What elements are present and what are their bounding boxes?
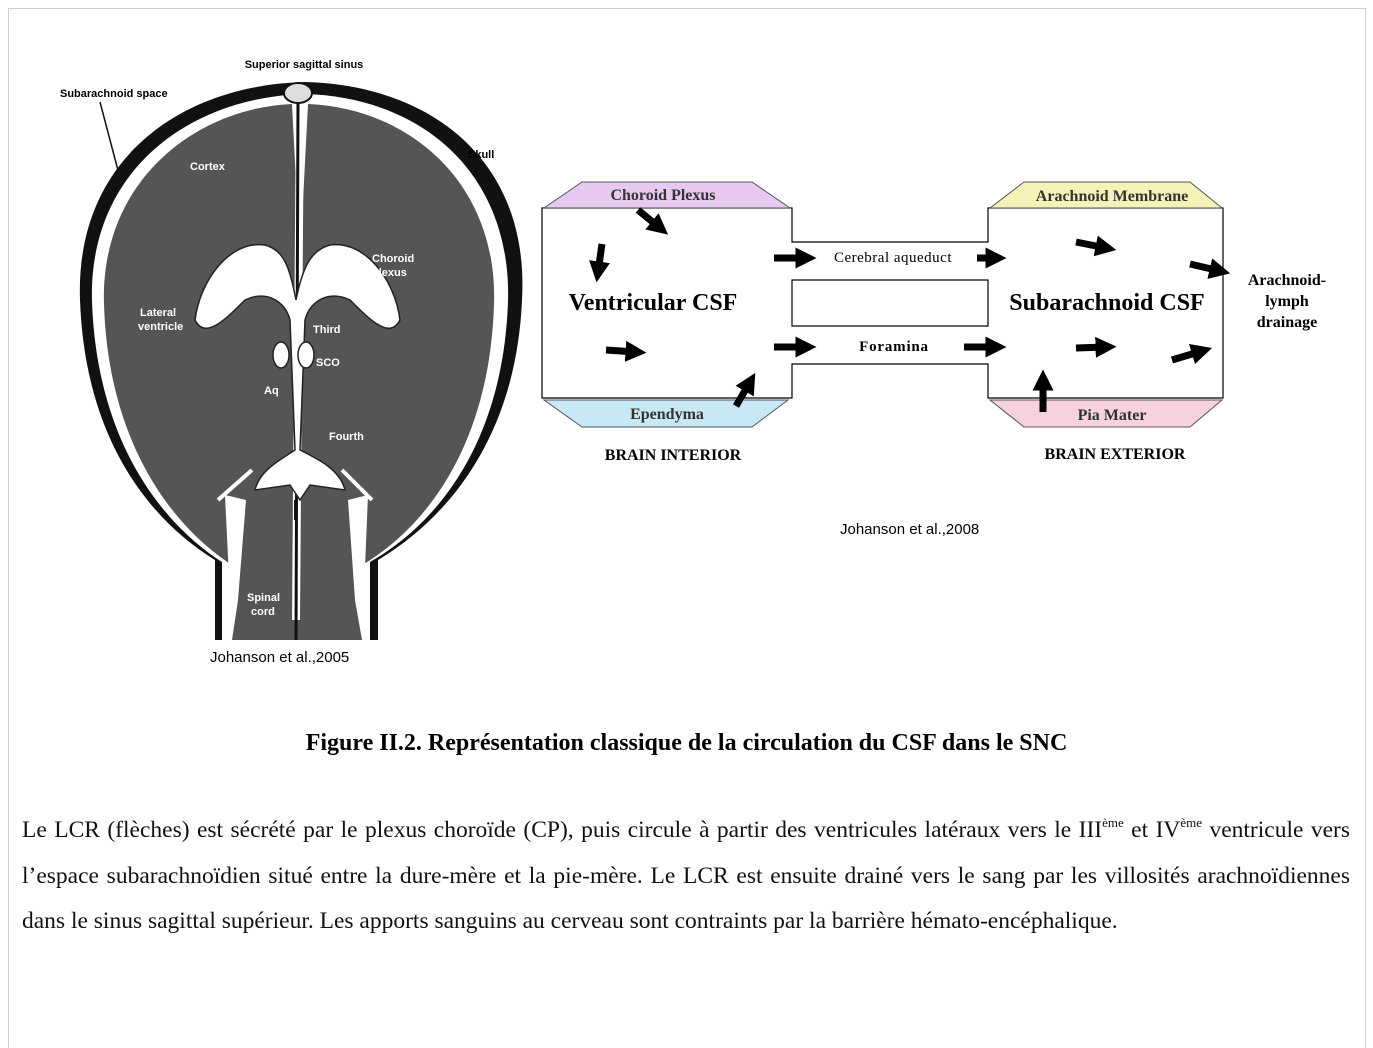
label-brain-exterior: BRAIN EXTERIOR xyxy=(1045,446,1186,463)
label-plexus: plexus xyxy=(372,267,407,279)
middle-box xyxy=(792,280,988,326)
label-ependyma: Ependyma xyxy=(630,406,704,423)
label-lateral: Lateral xyxy=(140,307,176,319)
citation-2008: Johanson et al.,2008 xyxy=(840,521,979,538)
caption-paragraph: Le LCR (flèches) est sécrété par le plex… xyxy=(22,808,1350,945)
label-subarachnoid-space: Subarachnoid space xyxy=(60,88,168,100)
label-cortex: Cortex xyxy=(190,161,226,173)
label-pia-mater: Pia Mater xyxy=(1078,407,1147,424)
figure-title: Figure II.2. Représentation classique de… xyxy=(0,730,1373,757)
label-aq: Aq xyxy=(264,385,279,397)
label-foramina: Foramina xyxy=(859,339,929,355)
label-fourth: Fourth xyxy=(329,431,364,443)
label-cord: cord xyxy=(251,606,275,618)
label-subarachnoid-csf: Subarachnoid CSF xyxy=(1009,290,1204,316)
label-arachnoid-membrane: Arachnoid Membrane xyxy=(1036,188,1188,205)
label-superior-sagittal-sinus: Superior sagittal sinus xyxy=(245,59,364,71)
caption-text-1: Le LCR (flèches) est sécrété par le plex… xyxy=(22,817,1102,843)
label-skull: Skull xyxy=(468,149,494,161)
label-brain-interior: BRAIN INTERIOR xyxy=(605,447,742,464)
label-ventricle: ventricle xyxy=(138,321,183,333)
label-drainage-1: Arachnoid- xyxy=(1248,272,1326,289)
label-choroid-plexus: Choroid Plexus xyxy=(610,187,715,204)
citation-2005: Johanson et al.,2005 xyxy=(210,649,349,666)
caption-sup-1: ème xyxy=(1102,815,1124,830)
label-drainage-2: lymph xyxy=(1265,293,1309,310)
label-drainage-3: drainage xyxy=(1257,314,1317,331)
label-choroid: Choroid xyxy=(372,253,414,265)
caption-sup-2: ème xyxy=(1180,815,1202,830)
csf-flow-diagram: Choroid Plexus Ependyma Arachnoid Membra… xyxy=(530,170,1350,480)
label-third: Third xyxy=(313,324,341,336)
brain-diagram: Superior sagittal sinus Subarachnoid spa… xyxy=(0,0,540,640)
label-sco: SCO xyxy=(316,357,340,369)
label-spinal: Spinal xyxy=(247,592,280,604)
caption-text-2: et IV xyxy=(1124,817,1181,843)
label-cerebral-aqueduct: Cerebral aqueduct xyxy=(834,250,952,266)
label-ventricular-csf: Ventricular CSF xyxy=(569,290,738,316)
